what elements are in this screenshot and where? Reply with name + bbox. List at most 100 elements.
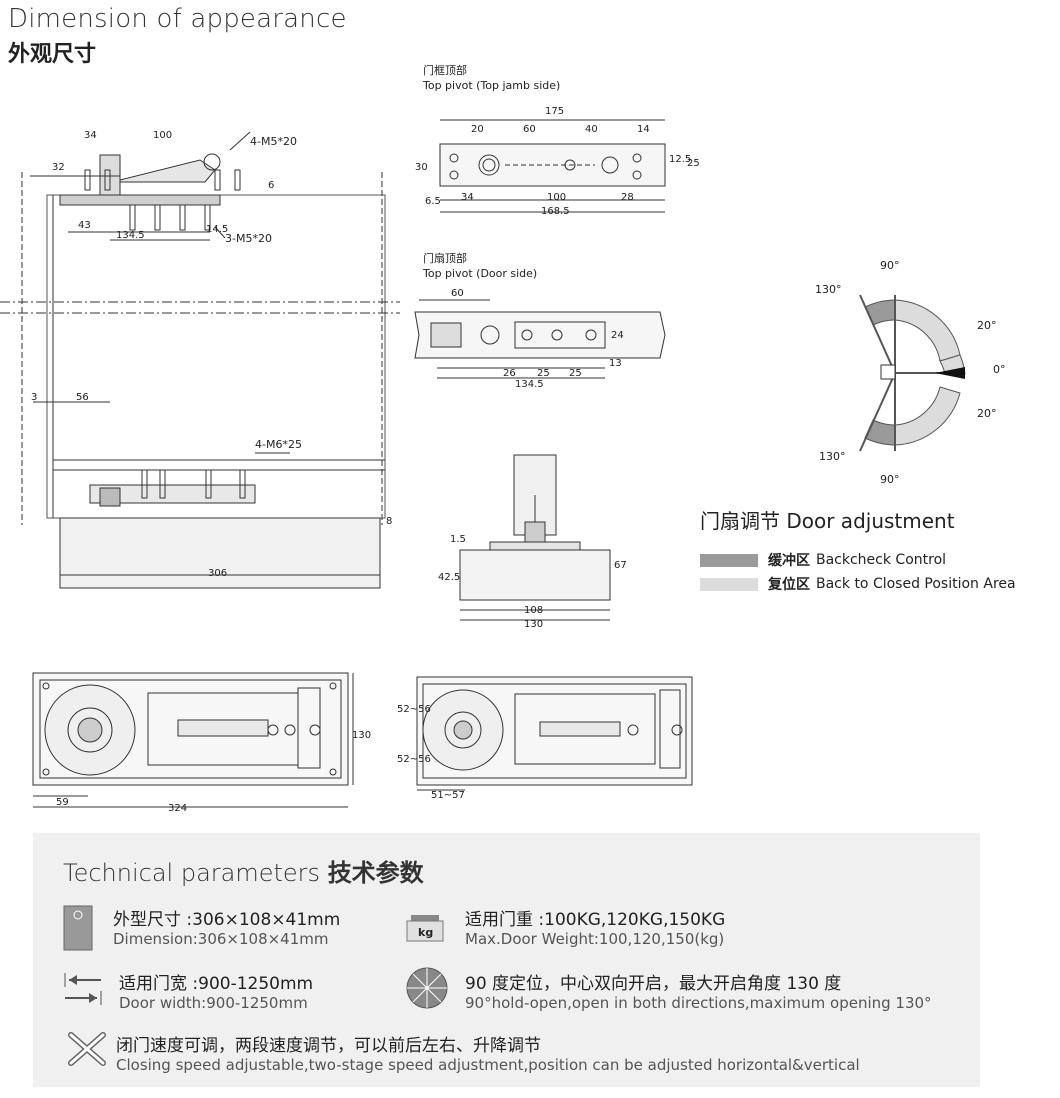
dim-108: 108	[524, 605, 543, 616]
param-hold-open-en: 90°hold-open,open in both directions,max…	[465, 994, 932, 1012]
weight-icon: kg	[405, 913, 445, 947]
param-hold-open-zh: 90 度定位，中心双向开启，最大开启角度 130 度	[465, 974, 842, 994]
param-hold-open: 90 度定位，中心双向开启，最大开启角度 130 度 90°hold-open,…	[465, 969, 932, 1012]
legend-zh-closed: 复位区	[768, 577, 810, 593]
param-dimension-zh: 外型尺寸 :306×108×41mm	[113, 910, 341, 930]
weight-icon-text: kg	[418, 926, 433, 939]
dim-43: 43	[78, 220, 91, 231]
dim-130: 130	[524, 619, 543, 630]
dim-25-a: 25	[537, 368, 550, 379]
dim-14: 14	[637, 124, 650, 135]
dim-40: 40	[585, 124, 598, 135]
page-title-zh: 外观尺寸	[8, 42, 97, 67]
dim-175: 175	[545, 106, 564, 117]
dim-32: 32	[52, 162, 65, 173]
plan-view-left-drawing: 59 324 130	[32, 672, 371, 814]
closer-body-icon	[63, 905, 93, 955]
dim-26: 26	[503, 368, 516, 379]
dim-324: 324	[168, 803, 187, 814]
tools-icon	[63, 1029, 111, 1073]
closed-area-swatch	[700, 577, 758, 591]
dim-6: 6	[268, 180, 274, 191]
dim-13: 13	[609, 358, 622, 369]
param-dimension: 外型尺寸 :306×108×41mm Dimension:306×108×41m…	[113, 905, 340, 948]
page-title-en: Dimension of appearance	[8, 4, 347, 34]
dim-6-5: 6.5	[425, 196, 441, 207]
top-pivot-jamb-drawing: 门框顶部 Top pivot (Top jamb side) 175 20 60…	[415, 63, 700, 217]
legend-en-backcheck: Backcheck Control	[816, 552, 947, 568]
angle-20-top: 20°	[977, 319, 997, 332]
door-adjustment-legend: 门扇调节 Door adjustment 缓冲区 Backcheck Contr…	[700, 505, 1040, 596]
dim-1-5: 1.5	[450, 534, 466, 545]
param-width-en: Door width:900-1250mm	[119, 994, 308, 1012]
plan-view-right-drawing: 52~56 52~56 51~57	[397, 676, 693, 801]
dim-67: 67	[614, 560, 627, 571]
width-arrows-icon	[63, 971, 103, 1011]
param-weight: 适用门重 :100KG,120KG,150KG Max.Door Weight:…	[465, 905, 725, 948]
legend-item-closed: 复位区 Back to Closed Position Area	[700, 572, 1040, 596]
dim-24: 24	[611, 330, 624, 341]
door-pivot-title-en: Top pivot (Door side)	[422, 267, 537, 280]
dim-28: 28	[621, 192, 634, 203]
dim-51-57: 51~57	[431, 790, 465, 801]
param-width-zh: 适用门宽 :900-1250mm	[119, 974, 314, 994]
dim-306: 306	[208, 568, 227, 579]
dim-34-jamb: 34	[461, 192, 474, 203]
dim-42-5: 42.5	[438, 572, 460, 583]
dim-56: 56	[76, 392, 89, 403]
legend-en-closed: Back to Closed Position Area	[816, 576, 1016, 592]
dim-100: 100	[153, 130, 172, 141]
angle-130-top: 130°	[815, 283, 842, 296]
screw-label-mid: 3-M5*20	[225, 232, 272, 245]
screw-label-bottom: 4-M6*25	[255, 438, 302, 451]
angle-20-bottom: 20°	[977, 407, 997, 420]
dim-52-56-top: 52~56	[397, 704, 431, 715]
jamb-title-zh: 门框顶部	[423, 63, 467, 77]
technical-parameters-panel: Technical parameters 技术参数 外型尺寸 :306×108×…	[33, 833, 980, 1087]
dim-34: 34	[84, 130, 97, 141]
param-speed-zh: 闭门速度可调，两段速度调节，可以前后左右、升降调节	[116, 1036, 541, 1056]
dim-100-jamb: 100	[547, 192, 566, 203]
legend-zh-backcheck: 缓冲区	[768, 553, 810, 569]
dim-60: 60	[523, 124, 536, 135]
dim-20: 20	[471, 124, 484, 135]
angle-0: 0°	[993, 363, 1006, 376]
front-view-drawing: 1.5 42.5 67 108 130	[438, 454, 627, 630]
param-weight-zh: 适用门重 :100KG,120KG,150KG	[465, 910, 726, 930]
angle-diagram: 90° 130° 20° 0° 20° 130° 90°	[815, 259, 1006, 486]
jamb-title-en: Top pivot (Top jamb side)	[422, 79, 560, 92]
param-door-width: 适用门宽 :900-1250mm Door width:900-1250mm	[119, 969, 313, 1012]
param-weight-en: Max.Door Weight:100,120,150(kg)	[465, 930, 725, 948]
dim-60-door: 60	[451, 288, 464, 299]
dim-30: 30	[415, 162, 428, 173]
door-pivot-title-zh: 门扇顶部	[423, 251, 467, 265]
angle-130-bottom: 130°	[819, 450, 846, 463]
param-dimension-en: Dimension:306×108×41mm	[113, 930, 329, 948]
legend-item-backcheck: 缓冲区 Backcheck Control	[700, 548, 1040, 572]
tech-title-en: Technical parameters	[63, 859, 321, 887]
tech-title-zh: 技术参数	[327, 859, 424, 887]
screw-label-top: 4-M5*20	[250, 135, 297, 148]
dim-25: 25	[687, 158, 700, 169]
dim-52-56-bottom: 52~56	[397, 754, 431, 765]
param-speed: 闭门速度可调，两段速度调节，可以前后左右、升降调节 Closing speed …	[116, 1031, 860, 1074]
tech-title: Technical parameters 技术参数	[63, 853, 424, 888]
dim-134-5: 134.5	[116, 230, 145, 241]
backcheck-swatch	[700, 553, 758, 567]
angle-90-top: 90°	[880, 259, 900, 272]
legend-title: 门扇调节 Door adjustment	[700, 509, 955, 533]
protractor-icon	[405, 966, 449, 1014]
top-pivot-door-drawing: 门扇顶部 Top pivot (Door side) 60 24 26 25 2…	[414, 251, 666, 390]
dim-8: 8	[386, 516, 392, 527]
dim-134-5-door: 134.5	[515, 379, 544, 390]
dim-168-5: 168.5	[541, 206, 570, 217]
angle-90-bottom: 90°	[880, 473, 900, 486]
dim-3: 3	[31, 392, 37, 403]
side-view-drawing: 34 100 32 6 43 134.5 14.5 3 56 306 8 4-M…	[0, 130, 400, 589]
dim-59: 59	[56, 797, 69, 808]
param-speed-en: Closing speed adjustable,two-stage speed…	[116, 1056, 860, 1074]
dim-12-5: 12.5	[669, 154, 691, 165]
dim-25-b: 25	[569, 368, 582, 379]
dim-14-5: 14.5	[206, 224, 228, 235]
dim-130-plan: 130	[352, 730, 371, 741]
